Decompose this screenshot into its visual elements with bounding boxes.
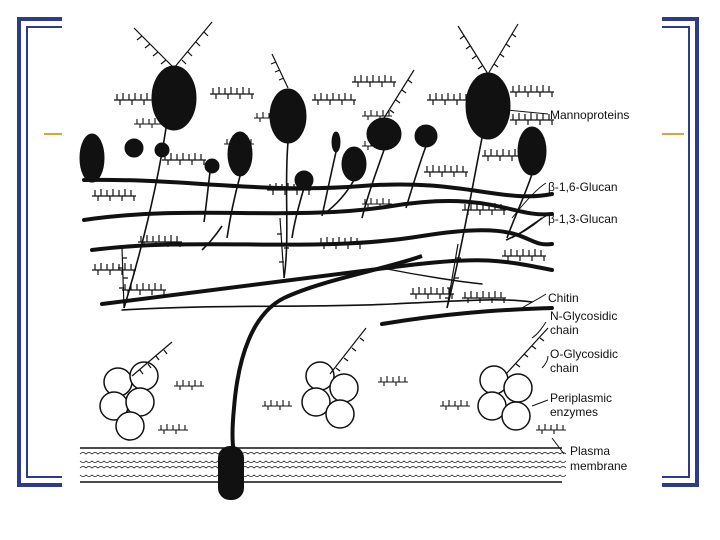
cell-wall-diagram: Mannoproteins β-1,6-Glucan β-1,3-Glucan … [62, 8, 662, 500]
accent-line-left [44, 133, 66, 135]
mannoprotein-stalks [123, 127, 543, 309]
label-n-glycosidic-1: N-Glycosidic [550, 309, 617, 323]
label-o-glycosidic-1: O-Glycosidic [550, 347, 618, 361]
label-b16-glucan: β-1,6-Glucan [548, 180, 618, 194]
label-n-glycosidic-2: chain [550, 323, 579, 337]
anchored-protein [218, 254, 423, 500]
label-plasma-1: Plasma [570, 444, 610, 458]
label-o-glycosidic-2: chain [550, 361, 579, 375]
periplasmic-enzymes [99, 361, 533, 441]
label-b13-glucan: β-1,3-Glucan [548, 212, 618, 226]
branch-chains [118, 21, 549, 377]
label-mannoproteins: Mannoproteins [550, 108, 629, 122]
glucan-fibres [82, 177, 554, 326]
label-periplasmic-2: enzymes [550, 405, 598, 419]
label-plasma-2: membrane [570, 459, 628, 473]
label-periplasmic-1: Periplasmic [550, 391, 612, 405]
mannoproteins [79, 65, 547, 190]
label-chitin: Chitin [548, 291, 579, 305]
accent-line-right [656, 133, 684, 135]
label-leaders [506, 109, 565, 455]
plasma-membrane [79, 447, 567, 483]
cell-wall-svg: Mannoproteins β-1,6-Glucan β-1,3-Glucan … [79, 21, 629, 500]
diagram-labels: Mannoproteins β-1,6-Glucan β-1,3-Glucan … [548, 108, 629, 473]
